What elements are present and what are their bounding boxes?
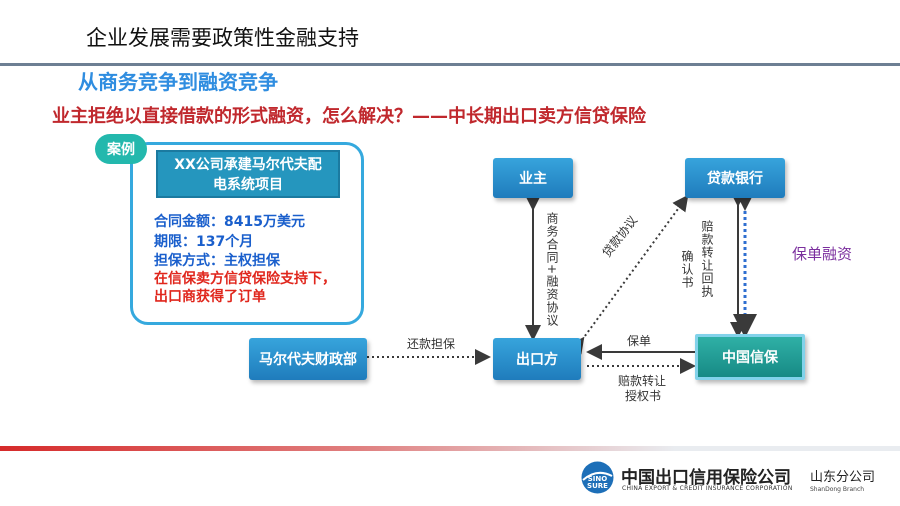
- label-policy-financing: 保单融资: [792, 245, 853, 263]
- branch-name-cn: 山东分公司: [810, 470, 876, 485]
- label-confirmation: 确认书: [680, 250, 694, 289]
- exporter-bank-line: [568, 194, 689, 355]
- question-heading: 业主拒绝以直接借款的形式融资，怎么解决？——中长期出口卖方信贷保险: [52, 106, 646, 127]
- company-name-en: CHINA EXPORT & CREDIT INSURANCE CORPORAT…: [622, 485, 793, 492]
- company-name-cn: 中国出口信用保险公司: [621, 468, 791, 488]
- case-tag: 案例: [95, 134, 147, 164]
- label-indemnity-transfer: 赔款转让回执: [700, 220, 714, 298]
- case-heading-line1: XX公司承建马尔代夫配: [174, 157, 322, 173]
- node-maldives-ministry: 马尔代夫财政部: [249, 338, 367, 380]
- logo-mark-line1: SINO: [588, 475, 608, 483]
- label-commercial-contract: 商务合同+融资协议: [545, 212, 559, 328]
- case-amount: 合同金额：8415万美元: [154, 214, 305, 230]
- section-subtitle: 从商务竞争到融资竞争: [78, 70, 278, 94]
- case-result-line1: 在信保卖方信贷保险支持下，: [154, 271, 336, 287]
- branch-name-en: ShanDong Branch: [810, 486, 865, 493]
- case-term: 期限：137个月: [154, 234, 254, 250]
- node-owner: 业主: [493, 158, 573, 198]
- label-policy: 保单: [627, 334, 652, 348]
- case-result-line2: 出口商获得了订单: [154, 289, 266, 305]
- case-heading-line2: 电系统项目: [213, 177, 283, 193]
- title-divider: [0, 63, 900, 66]
- node-sinosure: 中国信保: [695, 334, 805, 380]
- node-exporter: 出口方: [493, 338, 581, 380]
- node-lending-bank: 贷款银行: [685, 158, 785, 198]
- case-guarantee: 担保方式：主权担保: [154, 253, 280, 269]
- page-title: 企业发展需要政策性金融支持: [86, 26, 359, 50]
- sinosure-logo-icon: SINO SURE: [581, 461, 614, 494]
- logo-mark-line2: SURE: [587, 482, 608, 490]
- label-repayment-guarantee: 还款担保: [407, 337, 456, 351]
- footer-divider: [0, 446, 900, 451]
- label-indemnity-auth-line1: 赔款转让: [618, 374, 667, 388]
- label-indemnity-auth-line2: 授权书: [625, 389, 662, 403]
- case-heading: XX公司承建马尔代夫配 电系统项目: [156, 150, 340, 198]
